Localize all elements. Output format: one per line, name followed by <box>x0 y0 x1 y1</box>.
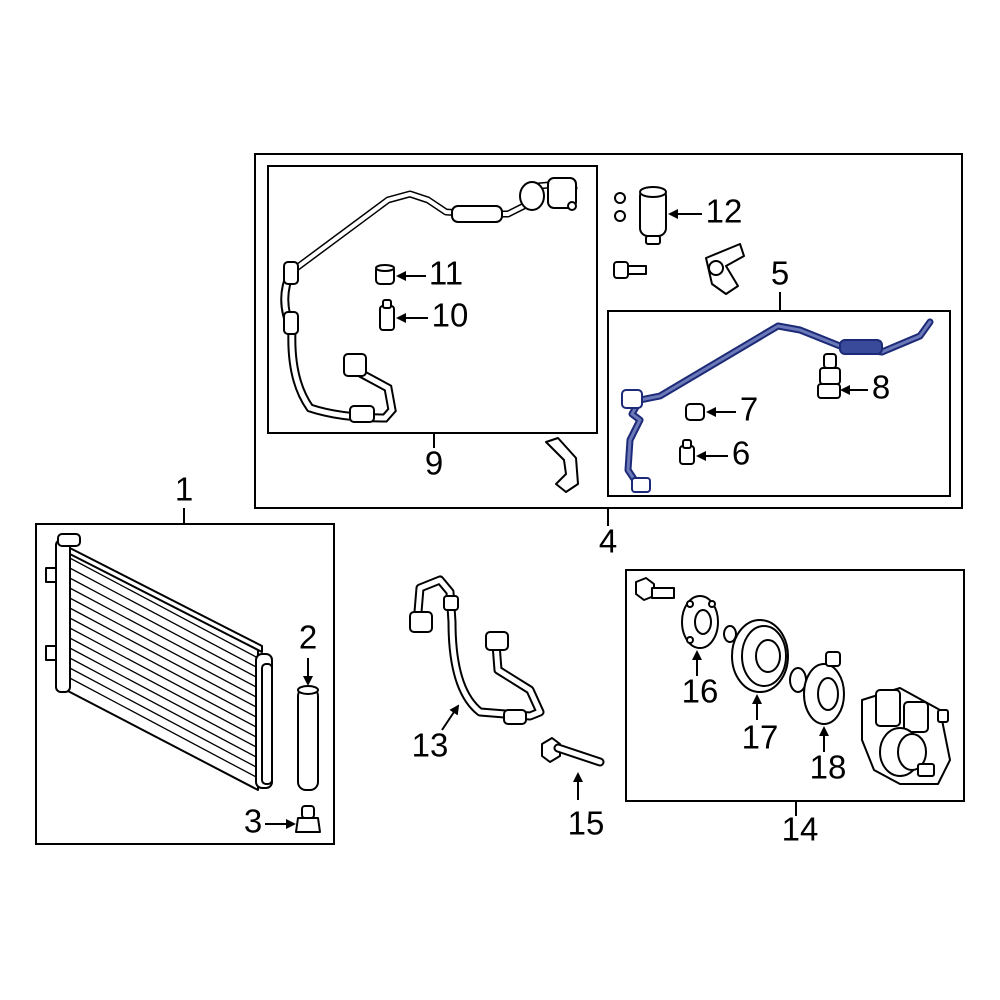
bolt-near-12 <box>613 261 647 279</box>
callout-13: 13 <box>412 727 449 764</box>
callout-1: 1 <box>175 471 193 508</box>
callout-17: 17 <box>742 719 779 756</box>
callout-2: 2 <box>299 619 317 656</box>
compressor-part-14 <box>635 577 951 785</box>
callout-5: 5 <box>771 255 789 292</box>
cap-part-11 <box>375 264 395 285</box>
cap-part-7 <box>685 403 705 421</box>
callout-15: 15 <box>568 805 605 842</box>
pulley-part-17 <box>731 619 789 693</box>
bracket-below-9 <box>545 437 579 493</box>
callout-12: 12 <box>706 193 743 230</box>
callout-14: 14 <box>782 811 819 848</box>
compressor-body <box>861 687 951 785</box>
box-hose-9 <box>267 165 598 434</box>
hose-part-9 <box>280 177 578 423</box>
leader-13 <box>441 704 460 731</box>
field-coil-part-18 <box>803 651 845 725</box>
callout-18: 18 <box>810 749 847 786</box>
valve-part-6 <box>679 439 695 465</box>
callout-11: 11 <box>429 255 463 292</box>
plug-part-3 <box>295 805 321 833</box>
valve-part-8 <box>817 353 841 399</box>
bolt-part-15 <box>541 737 605 767</box>
callout-6: 6 <box>732 435 750 472</box>
callout-4: 4 <box>599 523 617 560</box>
valve-part-10 <box>379 299 395 331</box>
callout-16: 16 <box>682 673 719 710</box>
callout-7: 7 <box>740 391 758 428</box>
clutch-plate-part-16 <box>681 595 719 649</box>
callout-3: 3 <box>244 803 262 840</box>
desiccant-part-2 <box>297 685 319 791</box>
expansion-valve-part-12 <box>614 186 667 245</box>
condenser-part-1 <box>45 533 273 791</box>
hose-part-5-highlighted <box>621 318 934 493</box>
box-hose-5 <box>607 310 951 497</box>
callout-10: 10 <box>432 297 469 334</box>
bracket-near-12 <box>705 243 745 295</box>
callout-8: 8 <box>872 369 890 406</box>
callout-9: 9 <box>425 445 443 482</box>
hose-part-13 <box>409 575 545 725</box>
